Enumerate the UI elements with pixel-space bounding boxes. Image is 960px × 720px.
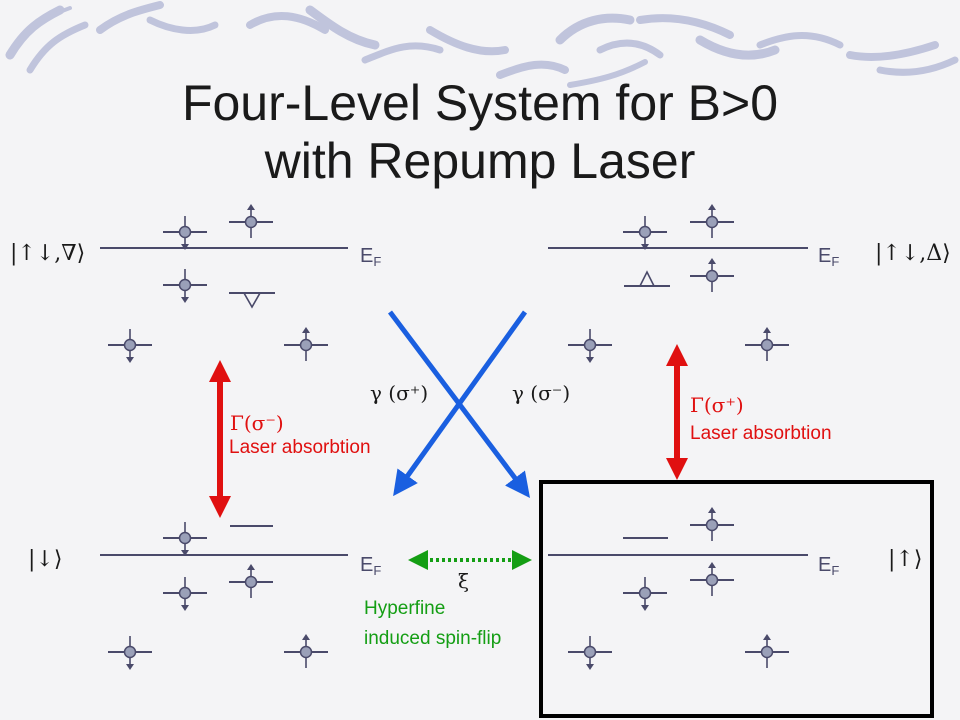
electron-marker-3 (163, 269, 207, 303)
electron-marker-18 (690, 562, 734, 596)
fermi-label-bottom-left: EF (360, 554, 381, 578)
fermi-label-top-left: EF (360, 245, 381, 269)
ket-top-right: |↑↓,Δ⟩ (875, 241, 951, 266)
slide-title: Four-Level System for B>0 with Repump La… (0, 74, 960, 190)
laser-label-left: Laser absorbtion (229, 437, 371, 458)
laser-rate-left: Γ(σ⁻) (230, 411, 284, 435)
electron-marker-13 (163, 577, 207, 611)
fermi-label-bottom-right: EF (818, 554, 839, 578)
laser-arrow-right (666, 344, 688, 480)
decay-arrow-right (388, 310, 531, 498)
background-swashes (5, 1, 959, 88)
electron-marker-2 (229, 204, 273, 238)
hole-up-triangle (638, 270, 656, 287)
electron-marker-17 (623, 577, 667, 611)
hyperfine-symbol: ξ (458, 569, 469, 593)
highlight-box (539, 480, 934, 718)
laser-label-right: Laser absorbtion (690, 423, 832, 444)
energy-levels (100, 247, 808, 556)
ket-top-left: |↑↓,∇⟩ (10, 241, 85, 266)
fermi-label-top-right: EF (818, 245, 839, 269)
title-line-1: Four-Level System for B>0 (181, 75, 779, 131)
laser-arrow-left (209, 360, 231, 518)
electron-marker-7 (690, 204, 734, 238)
hyperfine-label-2: induced spin-flip (364, 628, 501, 649)
ket-bottom-left: |↓⟩ (28, 547, 62, 572)
electron-marker-10 (745, 327, 789, 361)
electron-marker-12 (229, 564, 273, 598)
electron-marker-15 (284, 634, 328, 668)
hole-down-triangle (242, 292, 262, 309)
decay-label-right: γ (σ⁻) (512, 381, 570, 405)
decay-label-left: γ (σ⁺) (370, 381, 428, 405)
electron-marker-11 (163, 522, 207, 556)
title-line-2: with Repump Laser (264, 133, 696, 189)
electron-marker-1 (163, 216, 207, 250)
laser-rate-right: Γ(σ⁺) (690, 393, 744, 417)
hyperfine-label-1: Hyperfine (364, 598, 445, 619)
electron-marker-20 (745, 634, 789, 668)
electron-marker-8 (690, 258, 734, 292)
ket-bottom-right: |↑⟩ (888, 547, 922, 572)
electron-marker-14 (108, 636, 152, 670)
electron-marker-6 (623, 216, 667, 250)
electron-marker-9 (568, 329, 612, 363)
electron-marker-16 (690, 507, 734, 541)
electron-marker-19 (568, 636, 612, 670)
electron-markers (108, 204, 789, 670)
electron-marker-5 (284, 327, 328, 361)
electron-marker-4 (108, 329, 152, 363)
